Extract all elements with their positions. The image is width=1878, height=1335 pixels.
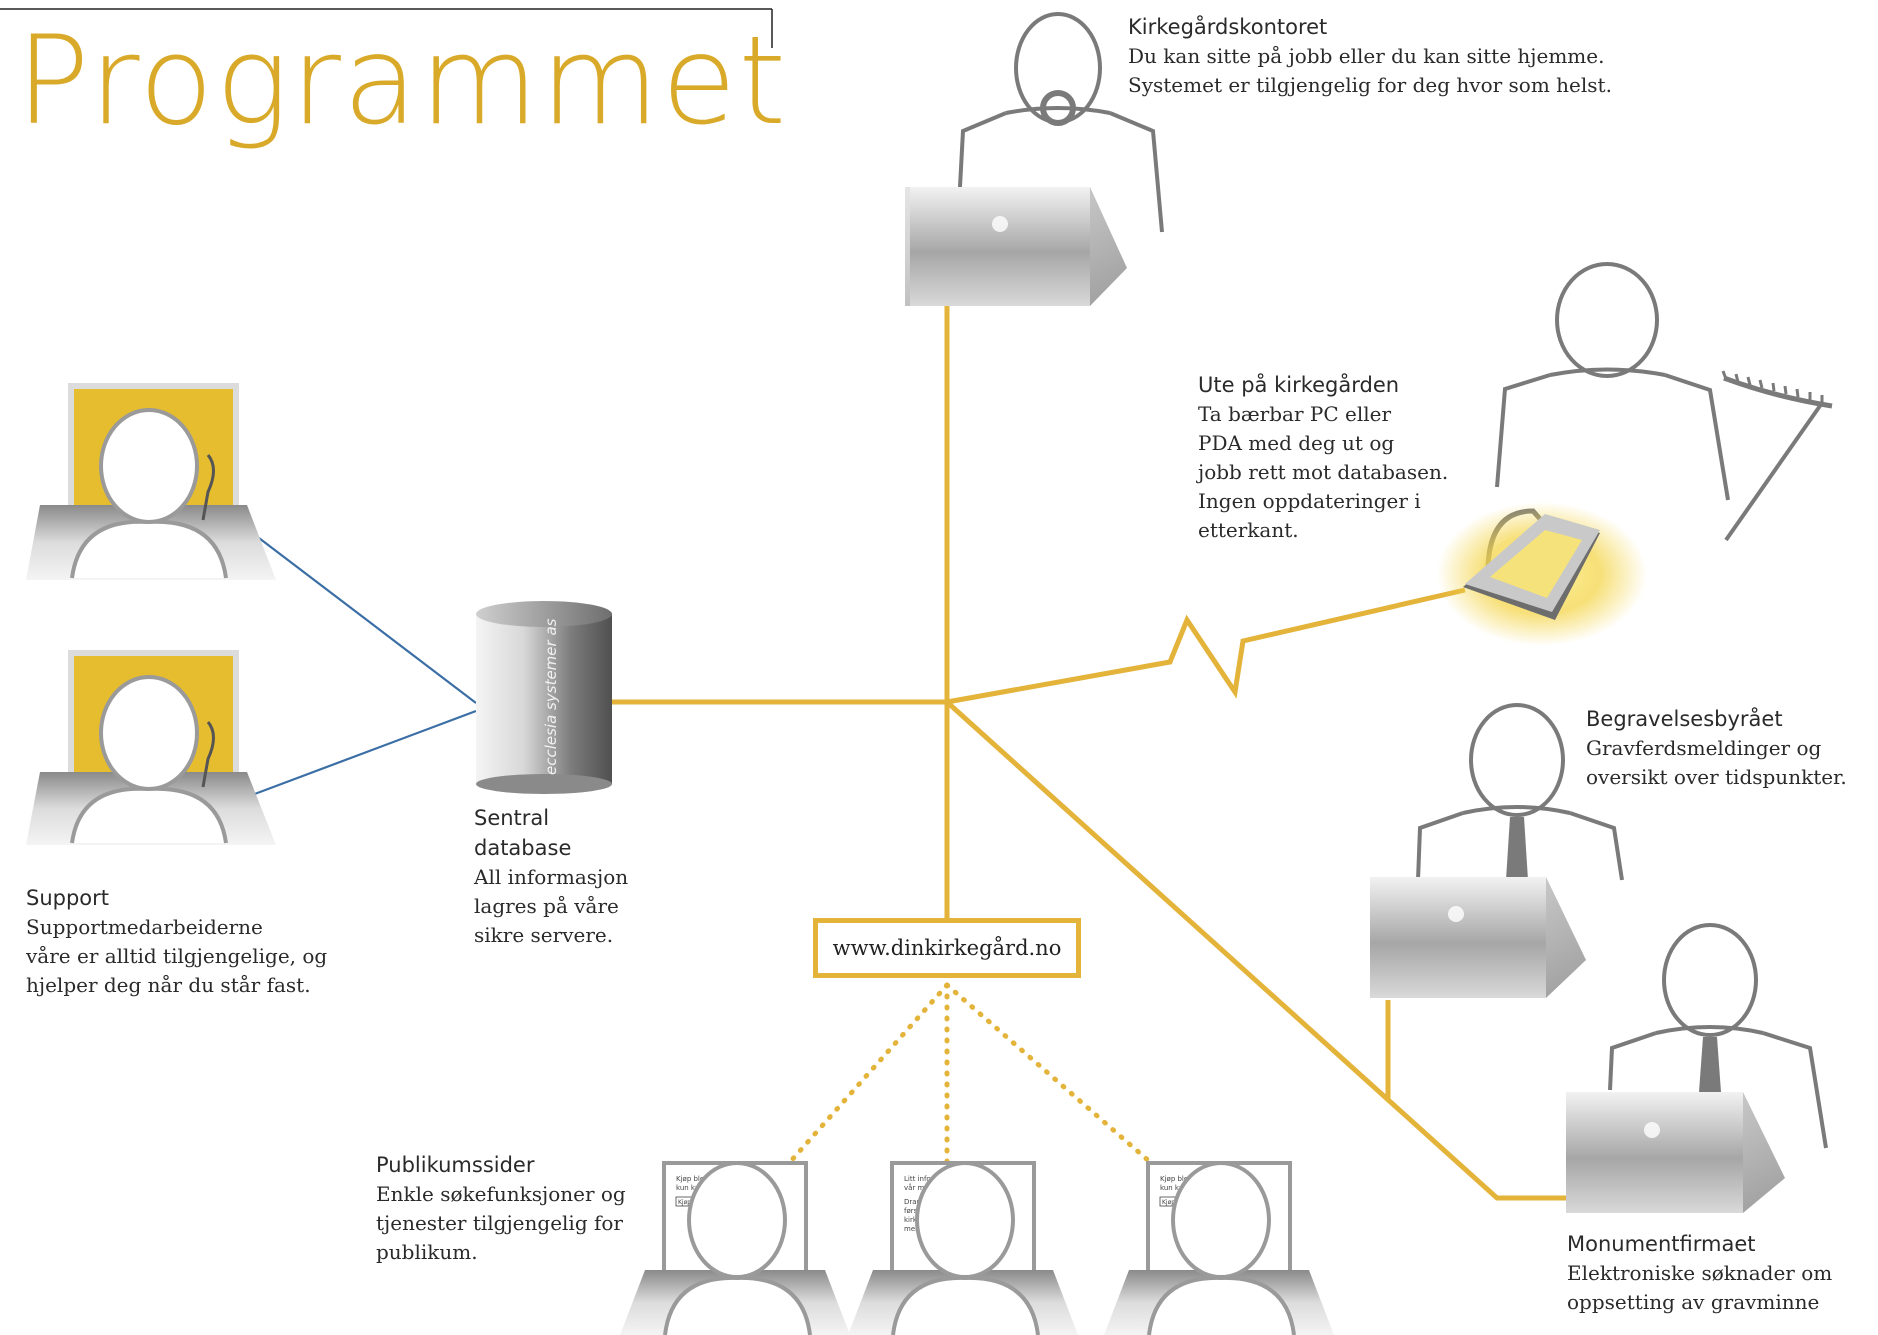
page-title: Programmet <box>16 10 789 152</box>
title-frame <box>0 8 773 48</box>
public-user-1: Kjøp blomster til kun kr 98,- Kjøp <box>620 1161 850 1335</box>
support-label: Support Supportmedarbeiderne våre er all… <box>26 883 327 1000</box>
tie-icon <box>1699 1037 1721 1092</box>
field-heading: Ute på kirkegården <box>1198 373 1400 397</box>
tie-icon <box>1506 817 1528 880</box>
website-url[interactable]: www.dinkirkegård.no <box>832 936 1062 960</box>
rake-icon <box>1721 370 1833 542</box>
funeral-figure <box>1416 703 1624 881</box>
network-links <box>612 306 1566 1201</box>
office-heading: Kirkegårdskontoret <box>1128 15 1328 39</box>
funeral-heading: Begravelsesbyrået <box>1586 707 1783 731</box>
public-user-3: Kjøp blomster til kun kr 98,- Kjøp <box>1104 1161 1334 1335</box>
funeral-laptop <box>1370 877 1586 998</box>
support-heading: Support <box>26 886 110 910</box>
public-user-2: Litt informasjon vår menighet Drammen fø… <box>848 1161 1078 1335</box>
database-description: All informasjon lagres på våre sikre ser… <box>474 865 629 947</box>
monument-description: Elektroniske søknader om oppsetting av g… <box>1567 1261 1833 1314</box>
website-url-box[interactable]: www.dinkirkegård.no <box>813 918 1081 978</box>
database-brand: ecclesia systemer as <box>542 618 560 775</box>
public-label: Publikumssider Enkle søkefunksjoner og t… <box>376 1150 626 1267</box>
database-cylinder: ecclesia systemer as <box>476 601 612 794</box>
public-links <box>787 982 1153 1165</box>
public-heading: Publikumssider <box>376 1153 535 1177</box>
monument-laptop <box>1566 1092 1785 1213</box>
funeral-description: Gravferdsmeldinger og oversikt over tids… <box>1586 736 1847 789</box>
monument-label: Monumentfirmaet Elektroniske søknader om… <box>1567 1229 1832 1317</box>
headset-icon <box>201 721 215 788</box>
monument-figure <box>1608 923 1828 1149</box>
support-agent-1 <box>26 383 276 580</box>
database-heading: Sentral database <box>474 806 572 860</box>
link-field-wireless <box>946 587 1466 705</box>
monument-heading: Monumentfirmaet <box>1567 1232 1756 1256</box>
office-laptop <box>905 187 1127 306</box>
public-description: Enkle søkefunksjoner og tjenester tilgje… <box>376 1182 626 1264</box>
screen-button: Kjøp <box>1162 1199 1175 1206</box>
support-links <box>251 534 477 797</box>
office-description: Du kan sitte på jobb eller du kan sitte … <box>1128 44 1612 97</box>
link-monument <box>945 700 1566 1201</box>
support-description: Supportmedarbeiderne våre er alltid tilg… <box>26 915 328 997</box>
headset-icon <box>201 454 215 521</box>
funeral-label: Begravelsesbyrået Gravferdsmeldinger og … <box>1586 704 1847 792</box>
office-label: Kirkegårdskontoret Du kan sitte på jobb … <box>1128 12 1612 100</box>
support-agent-2 <box>26 650 276 845</box>
database-label: Sentral database All informasjon lagres … <box>474 803 628 950</box>
logo-icon <box>992 216 1008 232</box>
field-label: Ute på kirkegården Ta bærbar PC eller PD… <box>1198 370 1448 545</box>
logo-icon <box>1448 906 1464 922</box>
field-description: Ta bærbar PC eller PDA med deg ut og job… <box>1198 402 1449 542</box>
logo-icon <box>1644 1122 1660 1138</box>
office-user-figure <box>957 12 1164 233</box>
pda-device <box>1437 502 1647 646</box>
screen-button: Kjøp <box>678 1199 691 1206</box>
headset-icon <box>1040 90 1076 126</box>
